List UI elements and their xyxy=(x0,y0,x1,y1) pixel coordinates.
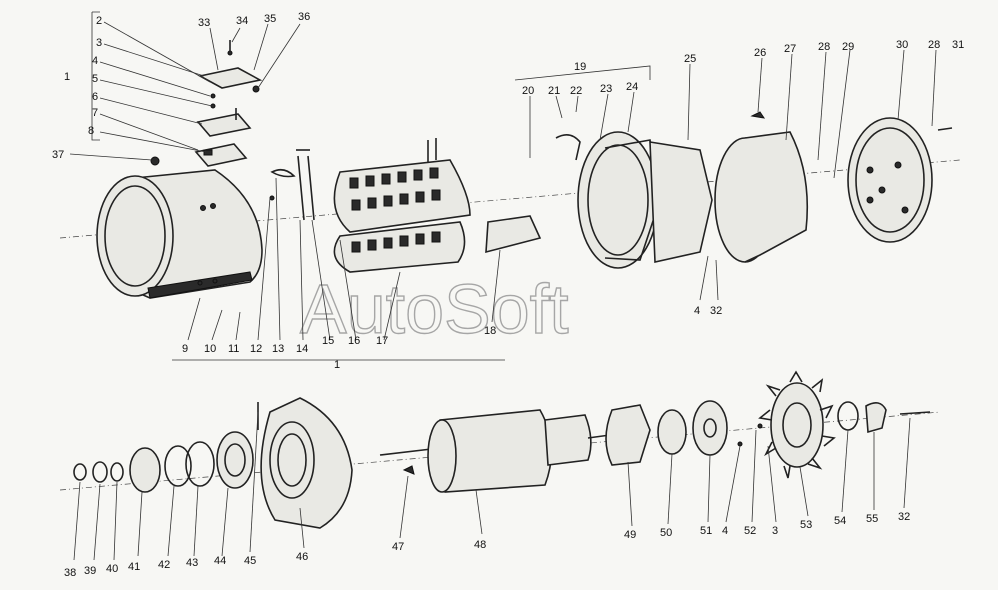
field-coils xyxy=(333,138,471,273)
callout-4: 4 xyxy=(92,55,98,67)
end-cap-plate xyxy=(847,117,953,243)
fan xyxy=(758,370,836,479)
armature xyxy=(379,409,611,493)
callout-38: 38 xyxy=(64,567,76,579)
callout-28b: 28 xyxy=(928,39,940,51)
callout-52: 52 xyxy=(744,525,756,537)
callout-37: 37 xyxy=(52,149,64,161)
bearing-cover-parts xyxy=(129,431,254,493)
end-shield xyxy=(555,131,713,269)
callout-51: 51 xyxy=(700,525,712,537)
callout-46: 46 xyxy=(296,551,308,563)
watermark-autosoft: AutoSoft xyxy=(300,270,569,348)
bottom-leader-lines xyxy=(73,411,911,561)
callout-20: 20 xyxy=(522,85,534,97)
callout-43: 43 xyxy=(186,557,198,569)
bottom-center-axis xyxy=(59,411,941,491)
callout-42: 42 xyxy=(158,559,170,571)
callout-48: 48 xyxy=(474,539,486,551)
callout-30: 30 xyxy=(896,39,908,51)
top-center-axis xyxy=(59,159,961,239)
brush-holder-parts xyxy=(269,149,315,221)
callout-39: 39 xyxy=(84,565,96,577)
callout-14: 14 xyxy=(296,343,308,355)
callout-32-bottom: 32 xyxy=(898,511,910,523)
callout-47: 47 xyxy=(392,541,404,553)
callout-18: 18 xyxy=(484,325,496,337)
callout-28a: 28 xyxy=(818,41,830,53)
callout-12: 12 xyxy=(250,343,262,355)
callout-17: 17 xyxy=(376,335,388,347)
callout-15: 15 xyxy=(322,335,334,347)
callout-19: 19 xyxy=(574,61,586,73)
callout-9: 9 xyxy=(182,343,188,355)
callout-4-top: 4 xyxy=(694,305,700,317)
callout-33: 33 xyxy=(198,17,210,29)
bottom-callout-labels: 38 39 40 41 42 43 44 45 46 47 48 49 50 5… xyxy=(64,511,910,579)
callout-24: 24 xyxy=(626,81,638,93)
callout-21: 21 xyxy=(548,85,560,97)
callout-16: 16 xyxy=(348,335,360,347)
callout-10: 10 xyxy=(204,343,216,355)
callout-49: 49 xyxy=(624,529,636,541)
callout-32-top: 32 xyxy=(710,305,722,317)
callout-55: 55 xyxy=(866,513,878,525)
callout-1-bottom: 1 xyxy=(334,359,340,371)
pole-shoe xyxy=(485,215,542,254)
callout-34: 34 xyxy=(236,15,248,27)
brush-cover xyxy=(714,111,809,263)
stator-housing xyxy=(96,169,263,299)
callout-40: 40 xyxy=(106,563,118,575)
bearing-assembly-right xyxy=(605,400,763,466)
terminal-blocks xyxy=(150,40,263,167)
top-callout-labels: 1 2 3 4 5 6 7 8 9 10 11 12 13 14 15 16 1… xyxy=(52,11,964,371)
callout-2: 2 xyxy=(96,15,102,27)
callout-3-bottom: 3 xyxy=(772,525,778,537)
callout-6: 6 xyxy=(92,91,98,103)
callout-27: 27 xyxy=(784,43,796,55)
callout-50: 50 xyxy=(660,527,672,539)
callout-36: 36 xyxy=(298,11,310,23)
callout-41: 41 xyxy=(128,561,140,573)
callout-45: 45 xyxy=(244,555,256,567)
top-leader-lines xyxy=(69,11,937,361)
callout-3: 3 xyxy=(96,37,102,49)
fan-washer-screw xyxy=(837,401,931,434)
callout-25: 25 xyxy=(684,53,696,65)
callout-44: 44 xyxy=(214,555,226,567)
nut-washers xyxy=(73,461,124,483)
callout-53: 53 xyxy=(800,519,812,531)
callout-7: 7 xyxy=(92,107,98,119)
callout-8: 8 xyxy=(88,125,94,137)
callout-11: 11 xyxy=(228,343,239,355)
callout-13: 13 xyxy=(272,343,284,355)
callout-35: 35 xyxy=(264,13,276,25)
callout-23: 23 xyxy=(600,83,612,95)
callout-22: 22 xyxy=(570,85,582,97)
callout-26: 26 xyxy=(754,47,766,59)
callout-29: 29 xyxy=(842,41,854,53)
callout-4-bottom: 4 xyxy=(722,525,728,537)
callout-54: 54 xyxy=(834,515,846,527)
callout-1: 1 xyxy=(64,71,70,83)
callout-5: 5 xyxy=(92,73,98,85)
front-end-shield xyxy=(257,397,353,529)
callout-31: 31 xyxy=(952,39,964,51)
